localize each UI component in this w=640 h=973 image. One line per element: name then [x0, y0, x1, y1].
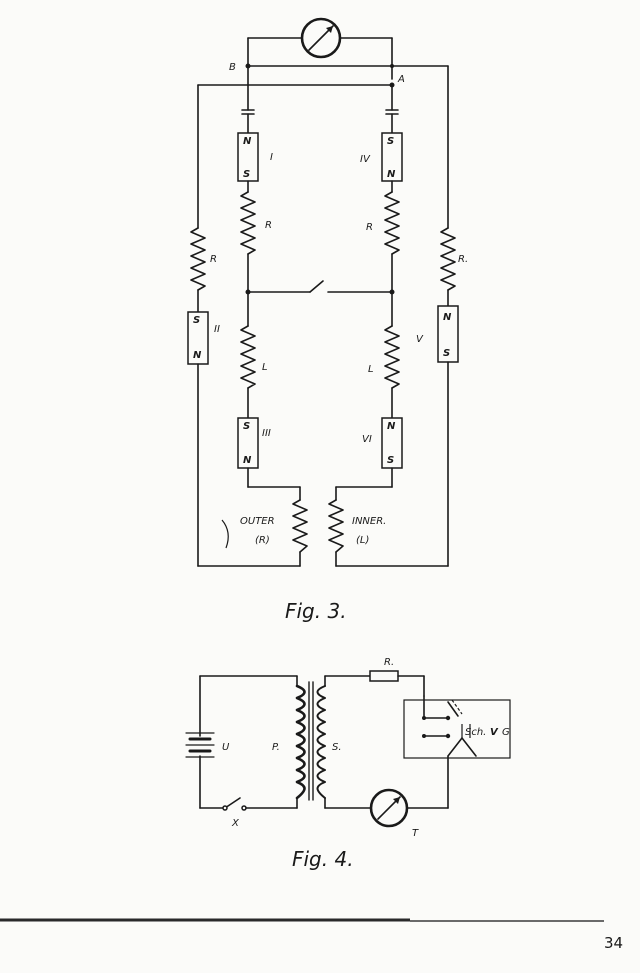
- resistor-fig4-label: R.: [384, 657, 394, 668]
- galvanometer-top: [247, 17, 393, 80]
- secondary-loop: [324, 670, 449, 809]
- secondary-label: S.: [332, 742, 342, 753]
- magnet-i-bottom: S: [243, 169, 250, 180]
- meter-label: T: [412, 828, 419, 839]
- magnet-i-label: I: [270, 152, 273, 163]
- left-outer-branch: [187, 227, 301, 567]
- figure-4-circuit: U P. S. R. Sch. V G X T: [185, 657, 511, 839]
- battery-label: U: [222, 742, 230, 753]
- magnet-vi-top: N: [387, 421, 396, 432]
- resistor-r-right-label: R: [366, 222, 373, 233]
- resistor-r-outer-left-label: R: [210, 254, 217, 265]
- magnet-v-top: N: [443, 312, 452, 323]
- battery-u: [185, 732, 215, 758]
- node-b-label: B: [229, 62, 236, 73]
- magnet-ii-bottom: N: [193, 350, 202, 361]
- figure-3-caption: Fig. 3.: [285, 599, 347, 623]
- stray-mark: [221, 519, 229, 549]
- primary-loop: [199, 675, 298, 811]
- right-outer-branch: [335, 227, 459, 567]
- figure-4-caption: Fig. 4.: [292, 847, 354, 871]
- magnet-i-top: N: [243, 136, 252, 147]
- coil-inner-label: INNER.: [352, 516, 386, 527]
- magnet-iv-top: S: [387, 136, 394, 147]
- resistor-r-outer-right-label: R.: [458, 254, 468, 265]
- coil-outer-label: OUTER: [240, 516, 275, 527]
- shunt-commutator: [403, 695, 511, 759]
- transformer: [295, 681, 326, 801]
- page-bottom-rule: [0, 918, 604, 922]
- resistor-l-left-label: L: [262, 362, 268, 373]
- magnet-vi-label: VI: [362, 434, 372, 445]
- magnet-v-bottom: S: [443, 348, 450, 359]
- shunt-label: Sch.: [465, 727, 486, 738]
- bus-wires: [197, 63, 449, 229]
- figure-3-circuit: B A: [187, 17, 468, 567]
- magnet-iii-top: S: [243, 421, 250, 432]
- resistor-l-right-label: L: [368, 364, 374, 375]
- cross-key: [245, 280, 395, 295]
- key-label: X: [231, 818, 240, 829]
- meter-t: [369, 788, 409, 828]
- galvanometer-label: G: [502, 727, 510, 738]
- coil-outer-sublabel: (R): [255, 535, 270, 546]
- magnet-v-label: V: [416, 334, 424, 345]
- magnet-iv-bottom: N: [387, 169, 396, 180]
- commutator-label: V: [490, 727, 499, 738]
- magnet-iv-label: IV: [360, 154, 371, 165]
- coil-inner-sublabel: (L): [356, 535, 369, 546]
- primary-label: P.: [272, 742, 280, 753]
- magnet-ii-top: S: [193, 315, 200, 326]
- coils: [292, 499, 344, 553]
- magnet-iii-bottom: N: [243, 455, 252, 466]
- left-inner-branch: [237, 65, 301, 501]
- resistor-r-left-label: R: [265, 220, 272, 231]
- right-inner-branch: [335, 84, 403, 501]
- node-a-label: A: [397, 74, 405, 85]
- page-number: 34: [604, 934, 623, 952]
- magnet-ii-label: II: [214, 324, 220, 335]
- magnet-iii-label: III: [262, 428, 271, 439]
- magnet-vi-bottom: S: [387, 455, 394, 466]
